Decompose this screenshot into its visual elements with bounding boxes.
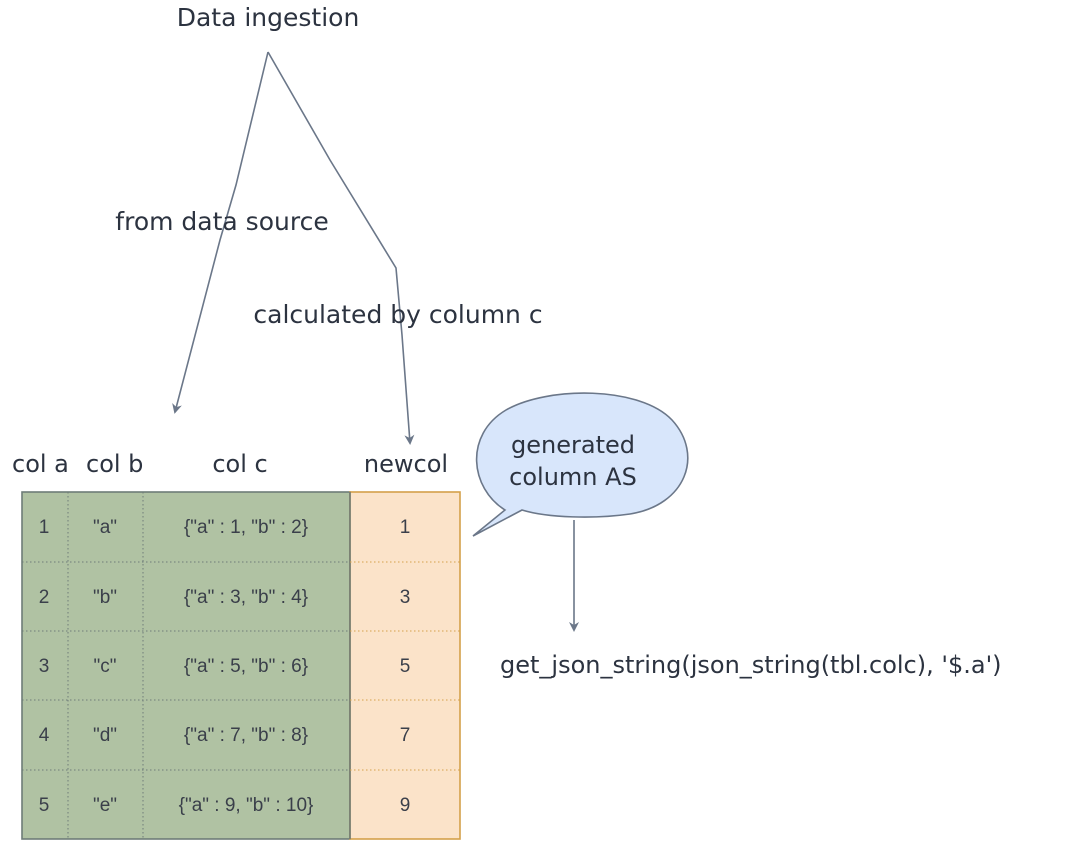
- cell-r5-col-a: 5: [39, 795, 50, 816]
- cell-r4-col-a: 4: [39, 725, 50, 746]
- cell-r1-col-b: "a": [93, 517, 117, 538]
- edge-root-to-calculated: [267, 51, 415, 445]
- calculated-by-column-c-label: calculated by column c: [253, 300, 542, 329]
- cell-r3-col-a: 3: [39, 656, 50, 677]
- from-data-source-label: from data source: [115, 207, 328, 236]
- cell-r2-newcol: 3: [400, 587, 411, 608]
- cell-r3-newcol: 5: [400, 656, 411, 677]
- cell-r3-col-c: {"a" : 5, "b" : 6}: [184, 656, 308, 677]
- cell-r3-col-b: "c": [94, 656, 117, 677]
- cell-r5-col-c: {"a" : 9, "b" : 10}: [179, 795, 314, 816]
- callout-line-2: column AS: [509, 463, 637, 491]
- callout-bubble: [472, 392, 689, 537]
- header-newcol: newcol: [364, 450, 448, 478]
- header-col-b: col b: [86, 450, 143, 478]
- header-col-c: col c: [212, 450, 267, 478]
- expression-label: get_json_string(json_string(tbl.colc), '…: [500, 651, 1002, 679]
- cell-r4-col-b: "d": [93, 725, 117, 746]
- cell-r1-newcol: 1: [400, 517, 411, 538]
- cell-r5-col-b: "e": [93, 795, 117, 816]
- cell-r2-col-b: "b": [93, 587, 117, 608]
- source-table: [21, 491, 351, 840]
- cell-r4-newcol: 7: [400, 725, 411, 746]
- cell-r1-col-c: {"a" : 1, "b" : 2}: [184, 517, 308, 538]
- cell-r1-col-a: 1: [39, 517, 50, 538]
- cell-r4-col-c: {"a" : 7, "b" : 8}: [184, 725, 308, 746]
- cell-r5-newcol: 9: [400, 795, 411, 816]
- edge-root-to-source: [172, 51, 269, 414]
- generated-column: [349, 491, 461, 840]
- root-label: Data ingestion: [177, 3, 360, 32]
- cell-r2-col-a: 2: [39, 587, 50, 608]
- header-col-a: col a: [12, 450, 69, 478]
- cell-r2-col-c: {"a" : 3, "b" : 4}: [184, 587, 308, 608]
- callout-line-1: generated: [511, 431, 635, 459]
